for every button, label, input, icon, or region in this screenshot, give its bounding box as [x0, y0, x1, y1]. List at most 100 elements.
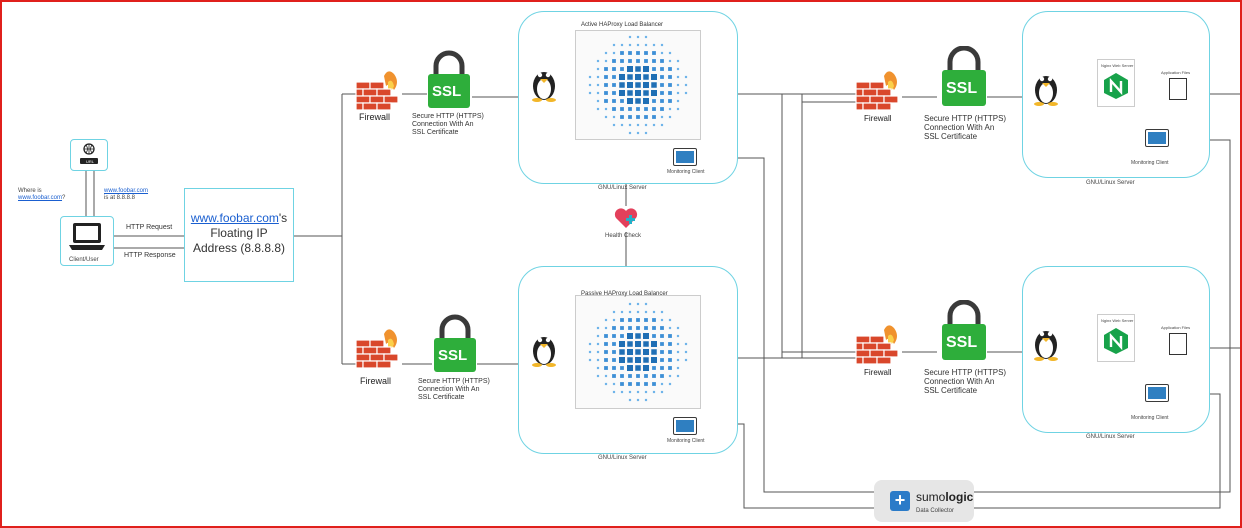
haproxy-dot — [628, 382, 632, 386]
haproxy-dot — [627, 333, 633, 339]
haproxy-dot — [628, 123, 632, 127]
haproxy-dot — [612, 310, 616, 314]
haproxy-dot — [676, 326, 680, 330]
haproxy-dot — [596, 374, 600, 378]
haproxy-dot — [676, 67, 680, 71]
haproxy-dot — [636, 310, 640, 314]
linux-tux-icon — [1034, 76, 1058, 106]
app-files-label: Application Files — [1161, 325, 1191, 330]
haproxy-dot — [636, 59, 640, 63]
haproxy-dot — [643, 333, 649, 339]
dns-question-domain[interactable]: www.foobar.com — [18, 195, 63, 201]
haproxy-dot — [612, 366, 616, 370]
haproxy-dot — [596, 59, 600, 63]
haproxy-dot — [644, 318, 648, 322]
haproxy-dot — [660, 43, 664, 47]
haproxy-dot — [604, 374, 608, 378]
haproxy-dot — [620, 382, 624, 386]
haproxy-dot — [635, 357, 641, 363]
haproxy-dot — [635, 66, 641, 72]
haproxy-dot — [627, 341, 633, 347]
app-files-icon — [1169, 333, 1187, 355]
haproxy-dot — [652, 59, 656, 63]
haproxy-dot — [652, 374, 656, 378]
haproxy-dot — [619, 357, 625, 363]
haproxy-dot — [604, 107, 608, 111]
haproxy-dot — [660, 310, 664, 314]
haproxy-dot — [619, 82, 625, 88]
haproxy-dot — [612, 43, 616, 47]
haproxy-dot — [651, 90, 657, 96]
dns-answer-domain[interactable]: www.foobar.com — [104, 188, 149, 194]
haproxy-dot — [620, 51, 624, 55]
haproxy-dot — [643, 90, 649, 96]
haproxy-dot — [604, 51, 608, 55]
haproxy-dot — [620, 318, 624, 322]
haproxy-dot — [596, 107, 600, 111]
haproxy-icon — [588, 35, 688, 135]
sumologic-plus-icon: + — [890, 491, 910, 511]
haproxy-dot — [652, 99, 656, 103]
haproxy-dot — [628, 43, 632, 47]
haproxy-dot — [620, 326, 624, 330]
server-label: GNU/Linux Server — [1086, 180, 1135, 186]
haproxy-dot — [612, 123, 616, 127]
haproxy-dot — [596, 334, 600, 338]
haproxy-dot — [676, 83, 680, 87]
haproxy-dot — [684, 75, 688, 79]
haproxy-dot — [612, 382, 616, 386]
haproxy-dot — [596, 342, 600, 346]
haproxy-dot — [628, 302, 632, 306]
haproxy-dot — [668, 115, 672, 119]
passive-lb-server: Passive HAProxy Load Balancer Monitoring… — [518, 266, 738, 454]
haproxy-dot — [660, 390, 664, 394]
dns-answer: www.foobar.com is at 8.8.8.8 — [104, 188, 149, 201]
monitoring-label: Monitoring Client — [1131, 160, 1169, 166]
haproxy-dot — [635, 82, 641, 88]
haproxy-panel — [575, 30, 701, 140]
haproxy-dot — [644, 51, 648, 55]
haproxy-dot — [636, 131, 640, 135]
haproxy-dot — [612, 59, 616, 63]
linux-tux-icon — [532, 72, 556, 102]
haproxy-dot — [668, 51, 672, 55]
floating-ip-line2: Floating IP — [210, 226, 268, 240]
ssl-badge-text: SSL — [946, 334, 978, 351]
firewall-lb-bottom — [354, 326, 404, 370]
haproxy-dot — [636, 115, 640, 119]
haproxy-dot — [596, 366, 600, 370]
haproxy-dot — [651, 341, 657, 347]
haproxy-dot — [620, 310, 624, 314]
haproxy-dot — [604, 115, 608, 119]
haproxy-dot — [668, 326, 672, 330]
monitoring-icon — [1145, 384, 1169, 402]
haproxy-dot — [620, 366, 624, 370]
floating-ip-domain[interactable]: www.foobar.com — [190, 211, 279, 225]
haproxy-dot — [643, 341, 649, 347]
haproxy-dot — [619, 90, 625, 96]
haproxy-dot — [596, 326, 600, 330]
haproxy-dot — [612, 67, 616, 71]
client-card: Client/User — [60, 216, 114, 266]
haproxy-dot — [604, 326, 608, 330]
lb-title: Active HAProxy Load Balancer — [581, 22, 664, 28]
haproxy-dot — [596, 91, 600, 95]
haproxy-dot — [660, 342, 664, 346]
dns-question: Where is www.foobar.com? — [18, 188, 66, 201]
haproxy-dot — [668, 382, 672, 386]
ssl-lock-web-bottom: SSL — [940, 299, 988, 362]
server-label: GNU/Linux Server — [1086, 434, 1135, 440]
haproxy-dot — [627, 357, 633, 363]
haproxy-dot — [636, 374, 640, 378]
haproxy-dot — [620, 390, 624, 394]
haproxy-dot — [612, 115, 616, 119]
haproxy-dot — [676, 107, 680, 111]
haproxy-dot — [676, 350, 680, 354]
monitoring-icon — [673, 417, 697, 435]
url-tag: URL — [86, 159, 95, 164]
haproxy-dot — [620, 67, 624, 71]
haproxy-dot — [651, 74, 657, 80]
haproxy-dot — [636, 123, 640, 127]
monitoring-icon — [1145, 129, 1169, 147]
